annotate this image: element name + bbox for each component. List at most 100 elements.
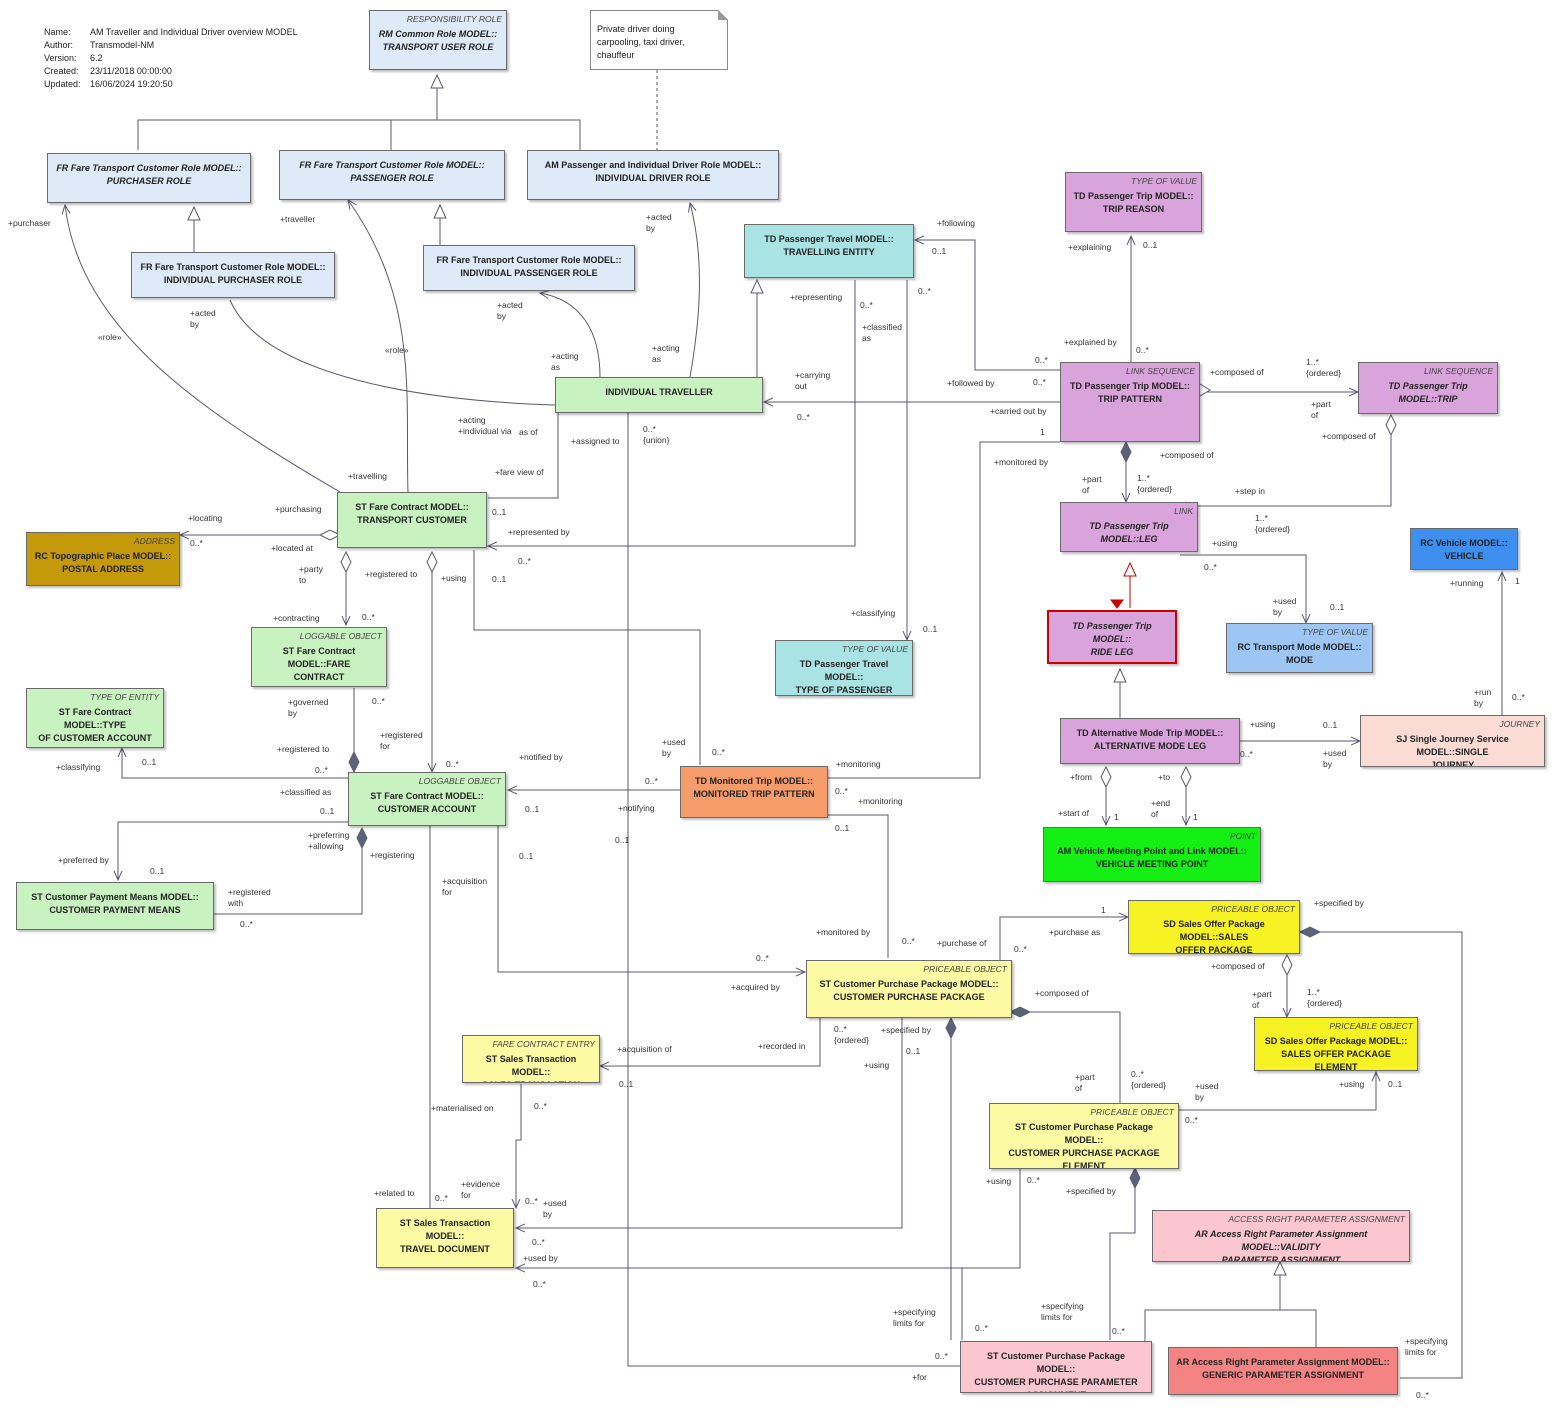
class-st-st[interactable]: FARE CONTRACT ENTRY ST Sales Transaction … [462,1035,600,1083]
association-label: «role» [385,345,409,355]
class-name: AM Passenger and Individual Driver Role … [544,160,762,183]
class-ind-trav[interactable]: INDIVIDUAL TRAVELLER [555,377,763,413]
class-name: ST Sales Transaction MODEL:: SALES TRANS… [482,1054,580,1082]
association-label: +using [441,573,467,583]
association-label: +acting as [652,343,680,364]
association-label: 0..1 [1388,1079,1403,1089]
association-label: 0..* [756,953,769,963]
association-label: 0..* [1204,562,1217,572]
class-td-te[interactable]: TD Passenger Travel MODEL:: TRAVELLING E… [744,224,914,278]
class-td-mtp[interactable]: TD Monitored Trip MODEL:: MONITORED TRIP… [680,766,828,818]
association-label: 1 [1193,812,1198,822]
class-st-cpm[interactable]: ST Customer Payment Means MODEL:: CUSTOM… [16,882,214,930]
association-label: +related to [374,1188,415,1198]
class-name: ST Customer Purchase Package MODEL:: CUS… [974,1351,1138,1392]
association-label: +used by [1323,748,1347,769]
association-label: +evidence for [461,1179,500,1200]
meta-value: 6.2 [90,53,103,63]
meta-value: Transmodel-NM [90,40,155,50]
association-label: +using [1212,538,1238,548]
association-label: 0..1 [619,1079,634,1089]
association-label: 0..* [1112,1326,1125,1336]
association-label: +located at [271,543,313,553]
association-label: +specified by [1066,1186,1116,1196]
association-label: +acquired by [731,982,780,992]
class-name: TD Passenger Travel MODEL:: TYPE OF PASS… [795,659,893,695]
class-rc-veh[interactable]: RC Vehicle MODEL:: VEHICLE [1410,528,1518,570]
class-fr-pas[interactable]: FR Fare Transport Customer Role MODEL:: … [279,150,505,200]
association-label: 0..* [797,412,810,422]
association-label: +classified as [280,787,332,797]
association-label: 0..1 [1323,720,1338,730]
association-label: 0..1 [492,507,507,517]
association-label: +part of [1252,989,1272,1010]
class-fr-ipur[interactable]: FR Fare Transport Customer Role MODEL:: … [131,252,335,298]
class-td-rl[interactable]: TD Passenger Trip MODEL:: RIDE LEG [1047,610,1177,664]
association-label: +using [986,1176,1012,1186]
association-label: 0..* [1416,1390,1429,1400]
association-label: +registered for [380,730,423,751]
association-label: +used by [1273,596,1297,617]
association-label: +composed of [1210,367,1264,377]
traveller-to-ipurchaser [229,299,556,406]
class-stereotype: PRICEABLE OBJECT [1090,1107,1174,1117]
class-stereotype: FARE CONTRACT ENTRY [492,1039,595,1049]
association-label: 0..* [362,612,375,622]
class-name: TD Passenger Trip MODEL:: TRIP REASON [1073,191,1194,214]
association-label: +composed of [1160,450,1214,460]
meta-key: Author: [44,40,74,50]
association-label: +fare view of [495,467,544,477]
association-label: +representing [790,292,843,302]
class-stereotype: ACCESS RIGHT PARAMETER ASSIGNMENT [1228,1214,1405,1224]
association-label: 0..* [1240,749,1253,759]
association-label: +used by [523,1253,558,1263]
class-stereotype: TYPE OF VALUE [1131,176,1197,186]
class-name: FR Fare Transport Customer Role MODEL:: … [56,163,242,186]
association-label: +classifying [851,608,896,618]
association-label: +explained by [1064,337,1117,347]
association-label: +running [1450,578,1484,588]
class-st-cppa[interactable]: ST Customer Purchase Package MODEL:: CUS… [960,1341,1152,1393]
association-label: 0..1 [932,246,947,256]
association-label: +acquisition for [442,876,488,897]
association-label: 1..* {ordered} [1306,357,1341,378]
association-label: 0..1 [615,835,630,845]
association-label: +used by [1195,1081,1219,1102]
class-name: AM Vehicle Meeting Point and Link MODEL:… [1057,846,1247,869]
class-td-aml[interactable]: TD Alternative Mode Trip MODEL:: ALTERNA… [1060,718,1240,764]
association-label: +traveller [280,214,316,224]
association-label: +followed by [947,378,995,388]
association-label: 0..* [533,1279,546,1289]
class-fr-pur[interactable]: FR Fare Transport Customer Role MODEL:: … [47,153,251,203]
class-name: ST Fare Contract MODEL:: CUSTOMER ACCOUN… [370,791,484,814]
class-st-tc[interactable]: ST Fare Contract MODEL:: TRANSPORT CUSTO… [337,492,487,548]
association-label: +purchase of [937,938,987,948]
association-label: 0..* [446,759,459,769]
class-stereotype: LINK SEQUENCE [1126,366,1195,376]
class-st-td[interactable]: ST Sales Transaction MODEL:: TRAVEL DOCU… [376,1208,514,1268]
association-label: 0..1 [150,866,165,876]
meta-row: Created:23/11/2018 00:00:00 [44,65,298,78]
class-fr-ipas[interactable]: FR Fare Transport Customer Role MODEL:: … [423,245,635,291]
class-am-idr[interactable]: AM Passenger and Individual Driver Role … [527,150,779,200]
class-ar-gpa[interactable]: AR Access Right Parameter Assignment MOD… [1168,1347,1398,1395]
meta-value: 23/11/2018 00:00:00 [90,66,172,76]
